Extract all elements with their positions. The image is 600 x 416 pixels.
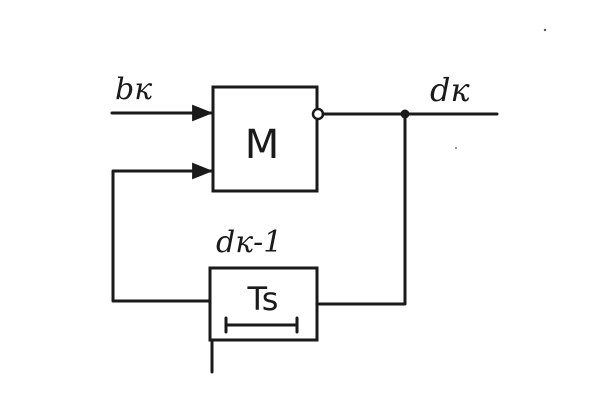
delay-label: Ts (247, 280, 279, 318)
delay-block (208, 266, 319, 342)
feedback-wire (316, 112, 407, 306)
modulator-block (211, 85, 319, 193)
scan-speck (455, 147, 457, 149)
output-signal-label: dк (430, 71, 470, 109)
modulator-label: M (245, 122, 280, 168)
delayed-signal-label: dк-1 (216, 225, 282, 260)
delay-output-wire (111, 162, 214, 303)
input-signal-label: bк (115, 72, 152, 107)
scan-speck (543, 28, 547, 32)
delay-bracket (224, 316, 299, 334)
